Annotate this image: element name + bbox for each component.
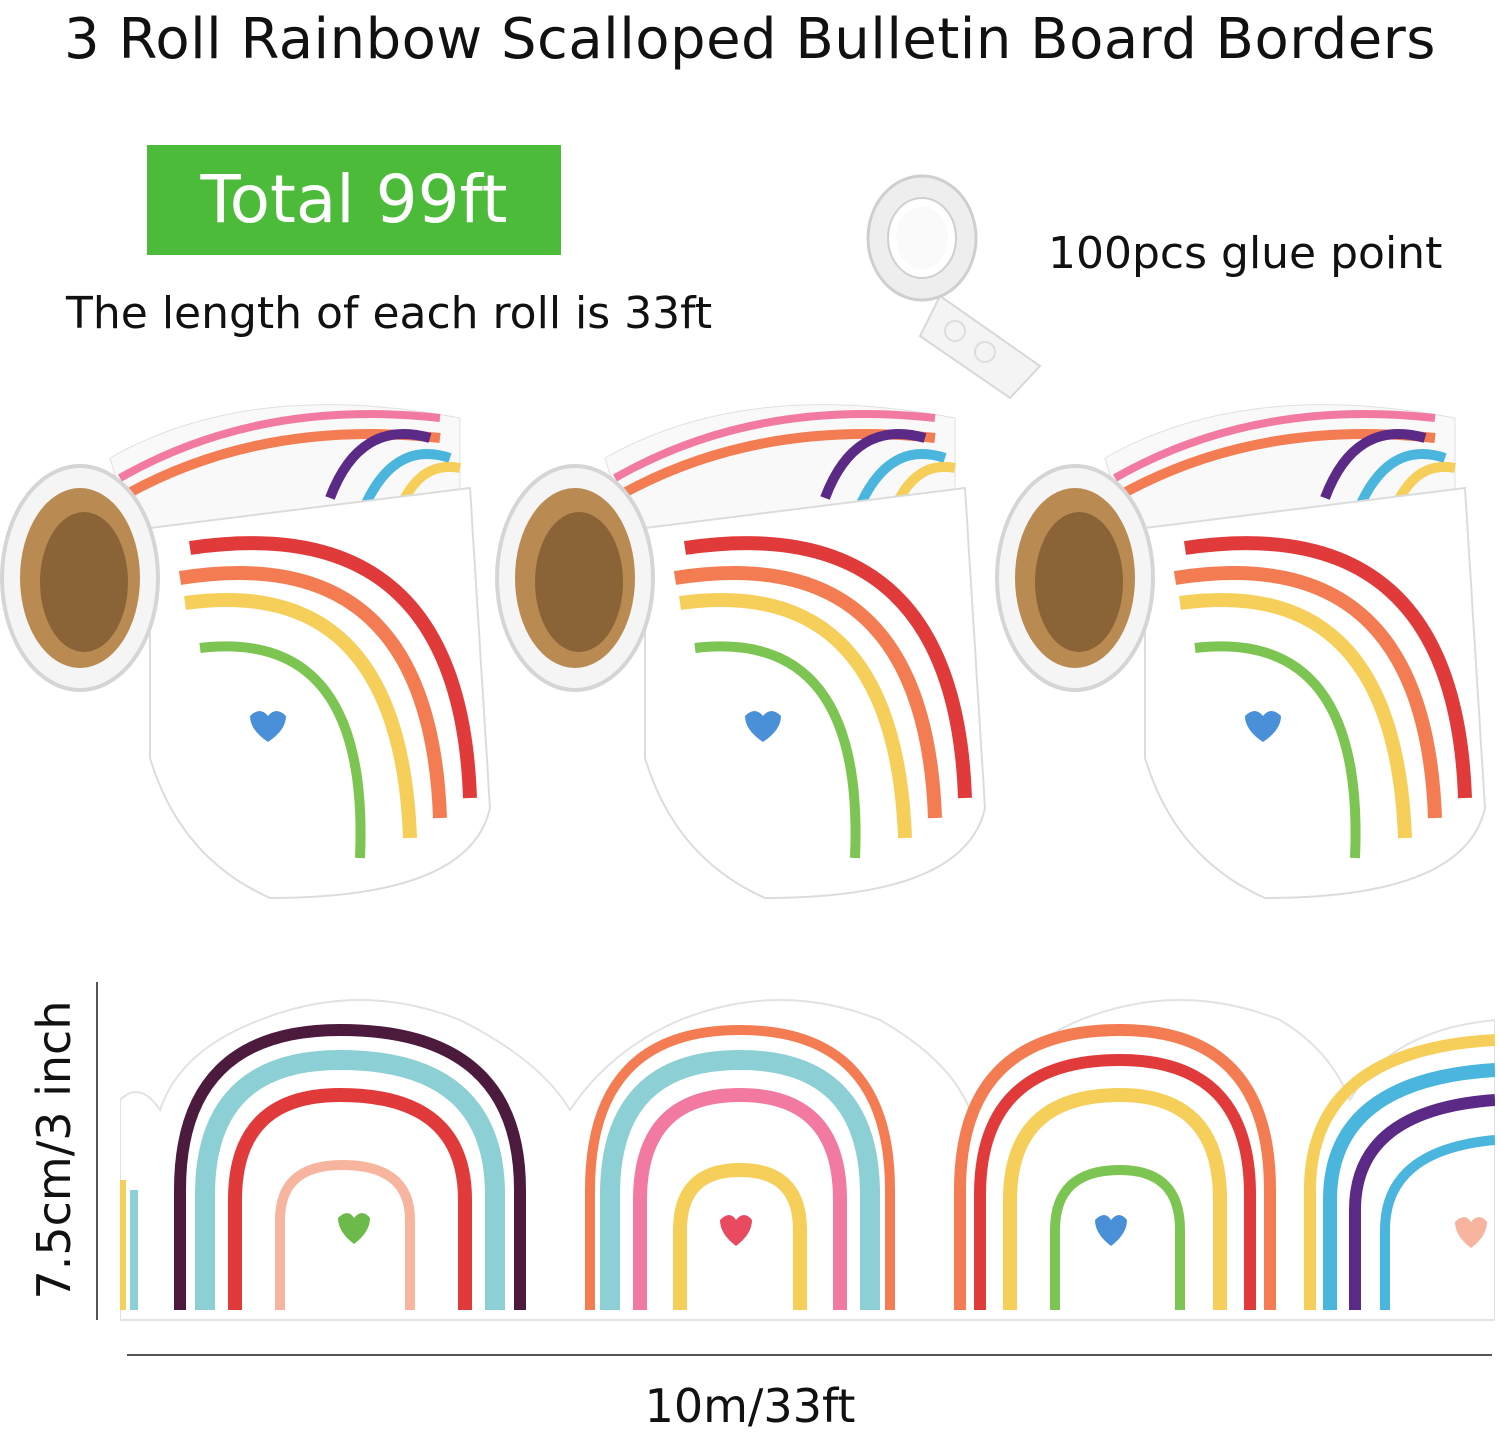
border-roll-2-image (495, 404, 987, 900)
glue-point-label: 100pcs glue point (1048, 228, 1443, 279)
border-roll-3-image (995, 404, 1487, 900)
length-dimension-label: 10m/33ft (644, 1379, 856, 1433)
total-length-badge: Total 99ft (147, 145, 561, 255)
height-dimension-line (96, 982, 98, 1320)
page-title: 3 Roll Rainbow Scalloped Bulletin Board … (64, 7, 1436, 72)
height-dimension-label: 7.5cm/3 inch (27, 1000, 81, 1300)
scalloped-border-strip-image (120, 999, 1495, 1321)
roll-length-note: The length of each roll is 33ft (66, 288, 713, 339)
glue-dot-roll-image (866, 174, 1042, 400)
border-roll-1-image (0, 404, 492, 900)
length-dimension-line (127, 1354, 1492, 1356)
